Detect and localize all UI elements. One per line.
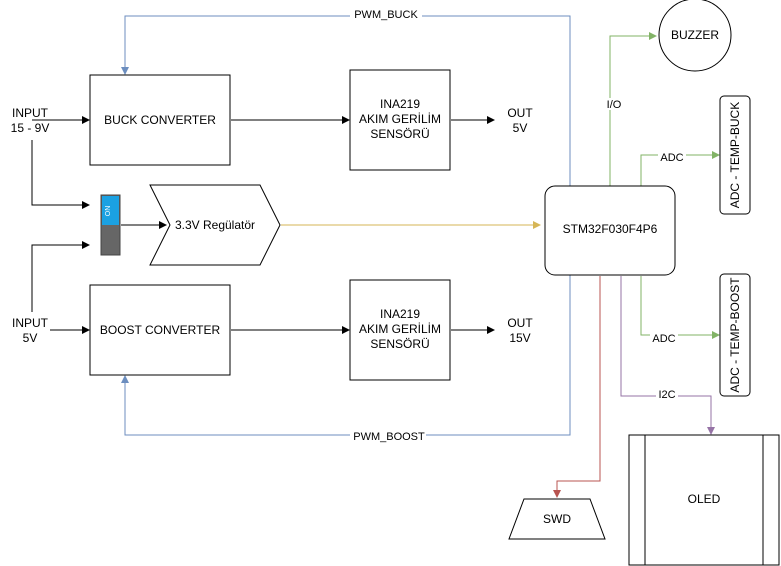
regulator-label: 3.3V Regülatör <box>175 218 255 232</box>
input-boost-voltage: 5V <box>23 331 38 345</box>
ina-boost-line-2: AKIM GERİLİM <box>359 322 441 336</box>
adc-buck-line <box>640 151 720 186</box>
regulator-block[interactable]: 3.3V Regülatör <box>149 184 281 266</box>
out-buck-voltage: 5V <box>513 121 528 135</box>
buzzer-label: BUZZER <box>671 28 719 42</box>
input-boost-to-switch <box>31 241 90 312</box>
switch-on-label: ON <box>105 206 112 217</box>
pwm-buck-line <box>121 15 571 187</box>
ina-buck-line-1: INA219 <box>380 97 420 111</box>
ina-boost-line-1: INA219 <box>380 307 420 321</box>
adc-temp-buck-block[interactable]: ADC - TEMP-BUCK <box>719 95 751 215</box>
adc-boost-line <box>640 276 720 339</box>
out-boost-title: OUT <box>507 316 533 330</box>
ina-buck-line-2: AKIM GERİLİM <box>359 112 441 126</box>
swd-block[interactable]: SWD <box>508 498 606 540</box>
input-boost-title: INPUT <box>12 316 49 330</box>
input-buck-voltage: 15 - 9V <box>11 121 50 135</box>
boost-converter-block[interactable]: BOOST CONVERTER <box>89 284 231 376</box>
pwm-buck-label: PWM_BUCK <box>354 9 418 21</box>
out-buck-title: OUT <box>507 106 533 120</box>
io-label: I/O <box>607 99 622 111</box>
buzzer-block[interactable]: BUZZER <box>658 0 732 72</box>
ina-buck-line-3: SENSÖRÜ <box>370 127 429 141</box>
adc-temp-boost-label: ADC - TEMP-BOOST <box>728 277 742 393</box>
oled-block[interactable]: OLED <box>628 434 780 566</box>
pwm-boost-line <box>121 275 571 436</box>
pwm-boost-label: PWM_BOOST <box>353 431 425 443</box>
boost-converter-label: BOOST CONVERTER <box>100 323 221 337</box>
ina219-boost-block[interactable]: INA219 AKIM GERİLİM SENSÖRÜ <box>349 279 451 381</box>
mcu-label: STM32F030F4P6 <box>563 222 658 236</box>
i2c-label: I2C <box>658 389 675 401</box>
mcu-block[interactable]: STM32F030F4P6 <box>544 185 676 276</box>
adc-boost-label: ADC <box>652 333 675 345</box>
swd-line <box>553 276 601 498</box>
adc-temp-buck-label: ADC - TEMP-BUCK <box>728 102 742 208</box>
ina-boost-line-3: SENSÖRÜ <box>370 337 429 351</box>
i2c-oled-line <box>620 276 715 435</box>
adc-buck-label: ADC <box>660 152 683 164</box>
swd-label: SWD <box>543 512 571 526</box>
oled-label: OLED <box>688 492 721 506</box>
ina219-buck-block[interactable]: INA219 AKIM GERİLİM SENSÖRÜ <box>349 69 451 171</box>
io-buzzer-line <box>609 32 657 186</box>
power-select-switch[interactable]: ON <box>100 194 121 256</box>
input-buck-to-switch <box>31 140 90 209</box>
out-boost-voltage: 15V <box>509 331 530 345</box>
input-buck-title: INPUT <box>12 106 49 120</box>
adc-temp-boost-block[interactable]: ADC - TEMP-BOOST <box>719 273 751 397</box>
buck-converter-block[interactable]: BUCK CONVERTER <box>89 74 231 166</box>
buck-converter-label: BUCK CONVERTER <box>104 113 216 127</box>
